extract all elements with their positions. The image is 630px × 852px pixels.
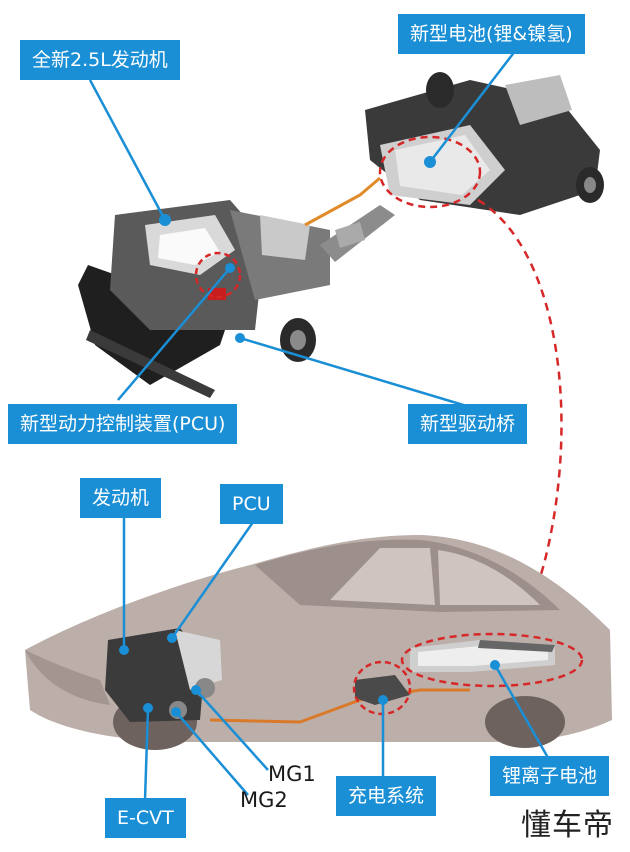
- label-new-drive-axle: 新型驱动桥: [408, 404, 528, 444]
- label-ecvt: E-CVT: [105, 798, 186, 838]
- battery-highlight-circle: [378, 135, 482, 209]
- car-illustration: [25, 535, 612, 750]
- label-engine: 发动机: [80, 478, 162, 518]
- bottom-leader-lines: [122, 508, 557, 801]
- watermark-text: 懂车帝: [521, 808, 614, 843]
- label-charging-system: 充电系统: [336, 776, 437, 816]
- label-mg2: MG2: [240, 788, 288, 812]
- label-new-battery: 新型电池(锂&镍氢): [398, 14, 585, 54]
- top-leader-dots: [159, 156, 436, 343]
- pcu-highlight-circle: [194, 251, 242, 299]
- label-mg1: MG1: [268, 762, 316, 786]
- bottom-leader-dots: [119, 633, 500, 717]
- label-pcu: PCU: [220, 484, 283, 524]
- top-leader-lines: [88, 41, 523, 412]
- li-battery-highlight-circle: [400, 632, 584, 688]
- label-li-ion-battery: 锂离子电池: [490, 756, 610, 796]
- chassis-illustration: [78, 72, 604, 398]
- label-new-engine: 全新2.5L发动机: [20, 40, 180, 80]
- label-new-pcu: 新型动力控制装置(PCU): [8, 404, 238, 444]
